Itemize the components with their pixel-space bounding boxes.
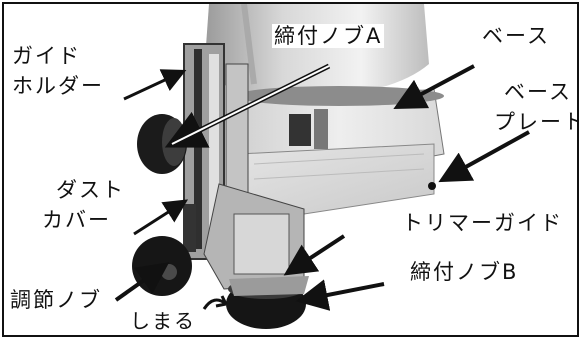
label-dust-cover-line2: カバー	[40, 208, 113, 232]
label-base: ベース	[482, 24, 550, 48]
label-adjust-knob: 調節ノブ	[8, 288, 104, 312]
label-base-plate-line2: プレート	[494, 110, 579, 134]
tighten-arrow	[202, 295, 228, 310]
label-knob-b: 締付ノブB	[408, 260, 521, 284]
adjust-knob-shape	[132, 236, 192, 296]
label-trimmer-guide: トリマーガイド	[400, 211, 565, 235]
label-guide-holder-line1: ガイド	[10, 44, 83, 68]
label-guide-holder-line2: ホルダー	[10, 74, 106, 98]
figure-frame: ガイド ホルダー 締付ノブA ベース ベース プレート ダスト カバー トリマー…	[2, 2, 579, 337]
label-dust-cover-line1: ダスト	[54, 178, 127, 202]
label-tighten: しまる	[130, 309, 196, 333]
label-knob-a: 締付ノブA	[272, 24, 385, 48]
label-base-plate-line1: ベース	[504, 80, 572, 104]
